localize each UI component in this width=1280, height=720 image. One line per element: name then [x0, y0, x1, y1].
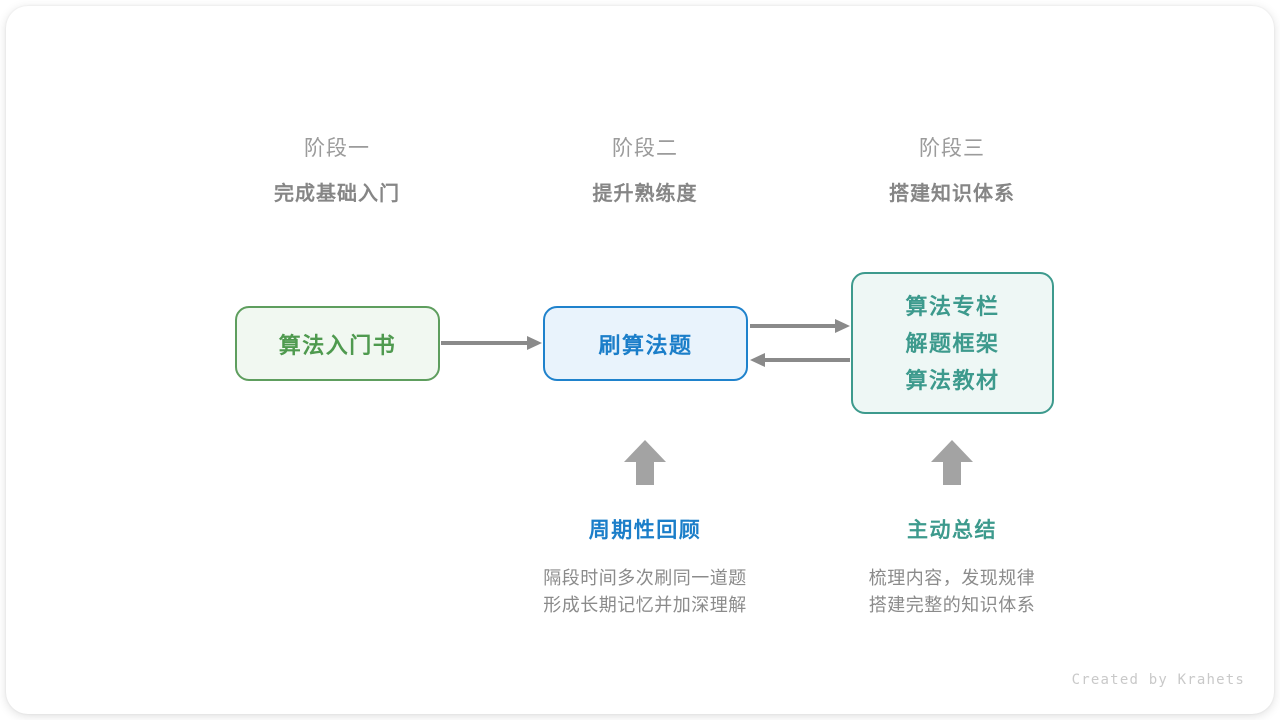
arrow-head	[835, 319, 850, 333]
arrow-shaft	[764, 358, 850, 362]
stage-header-1: 阶段一 完成基础入门	[207, 134, 467, 209]
arrow-up-summary-icon	[931, 440, 973, 485]
arrow-head	[527, 336, 542, 350]
annotation-review-desc-line-1: 隔段时间多次刷同一道题	[543, 568, 747, 588]
arrow-shaft	[441, 341, 528, 345]
stage-3-name: 阶段三	[919, 137, 985, 160]
annotation-summary-desc-line-1: 梳理内容，发现规律	[868, 568, 1036, 588]
arrow-shaft	[750, 324, 836, 328]
stage-header-2: 阶段二 提升熟练度	[515, 134, 775, 209]
node-knowledge-system[interactable]: 算法专栏 解题框架 算法教材	[851, 272, 1054, 414]
annotation-summary-desc-line-2: 搭建完整的知识体系	[868, 595, 1036, 615]
arrow-up-stem	[943, 459, 961, 485]
arrow-up-stem	[636, 459, 654, 485]
stage-1-goal: 完成基础入门	[274, 183, 400, 205]
node-algorithm-intro-book[interactable]: 算法入门书	[235, 306, 440, 381]
arrow-up-tip	[624, 440, 666, 462]
arrow-intro-to-practice-icon	[441, 336, 542, 350]
node-system-line-1: 算法专栏	[905, 293, 1000, 319]
stage-1-name: 阶段一	[304, 137, 370, 160]
diagram-card: 阶段一 完成基础入门 阶段二 提升熟练度 阶段三 搭建知识体系 算法入门书 刷算…	[6, 6, 1274, 714]
stage-2-name: 阶段二	[612, 137, 678, 160]
annotation-review-desc-line-2: 形成长期记忆并加深理解	[543, 595, 747, 615]
credit-text: Created by Krahets	[1071, 672, 1245, 688]
annotation-periodic-review: 周期性回顾 隔段时间多次刷同一道题 形成长期记忆并加深理解	[485, 517, 805, 619]
arrow-head	[750, 353, 765, 367]
annotation-review-title: 周期性回顾	[588, 519, 702, 542]
stage-3-goal: 搭建知识体系	[889, 183, 1015, 205]
node-system-line-2: 解题框架	[905, 330, 1000, 356]
annotation-active-summary: 主动总结 梳理内容，发现规律 搭建完整的知识体系	[792, 517, 1112, 619]
node-practice-problems[interactable]: 刷算法题	[543, 306, 748, 381]
arrow-up-review-icon	[624, 440, 666, 485]
node-system-line-3: 算法教材	[905, 367, 1000, 393]
arrow-practice-to-system-icon	[750, 319, 850, 333]
stage-2-goal: 提升熟练度	[592, 183, 698, 205]
annotation-summary-title: 主动总结	[907, 519, 997, 542]
arrow-up-tip	[931, 440, 973, 462]
annotation-summary-description: 梳理内容，发现规律 搭建完整的知识体系	[792, 565, 1112, 619]
arrow-system-to-practice-icon	[750, 353, 850, 367]
node-practice-label: 刷算法题	[598, 332, 693, 358]
node-intro-label: 算法入门书	[278, 332, 397, 358]
stage-header-3: 阶段三 搭建知识体系	[822, 134, 1082, 209]
annotation-review-description: 隔段时间多次刷同一道题 形成长期记忆并加深理解	[485, 565, 805, 619]
